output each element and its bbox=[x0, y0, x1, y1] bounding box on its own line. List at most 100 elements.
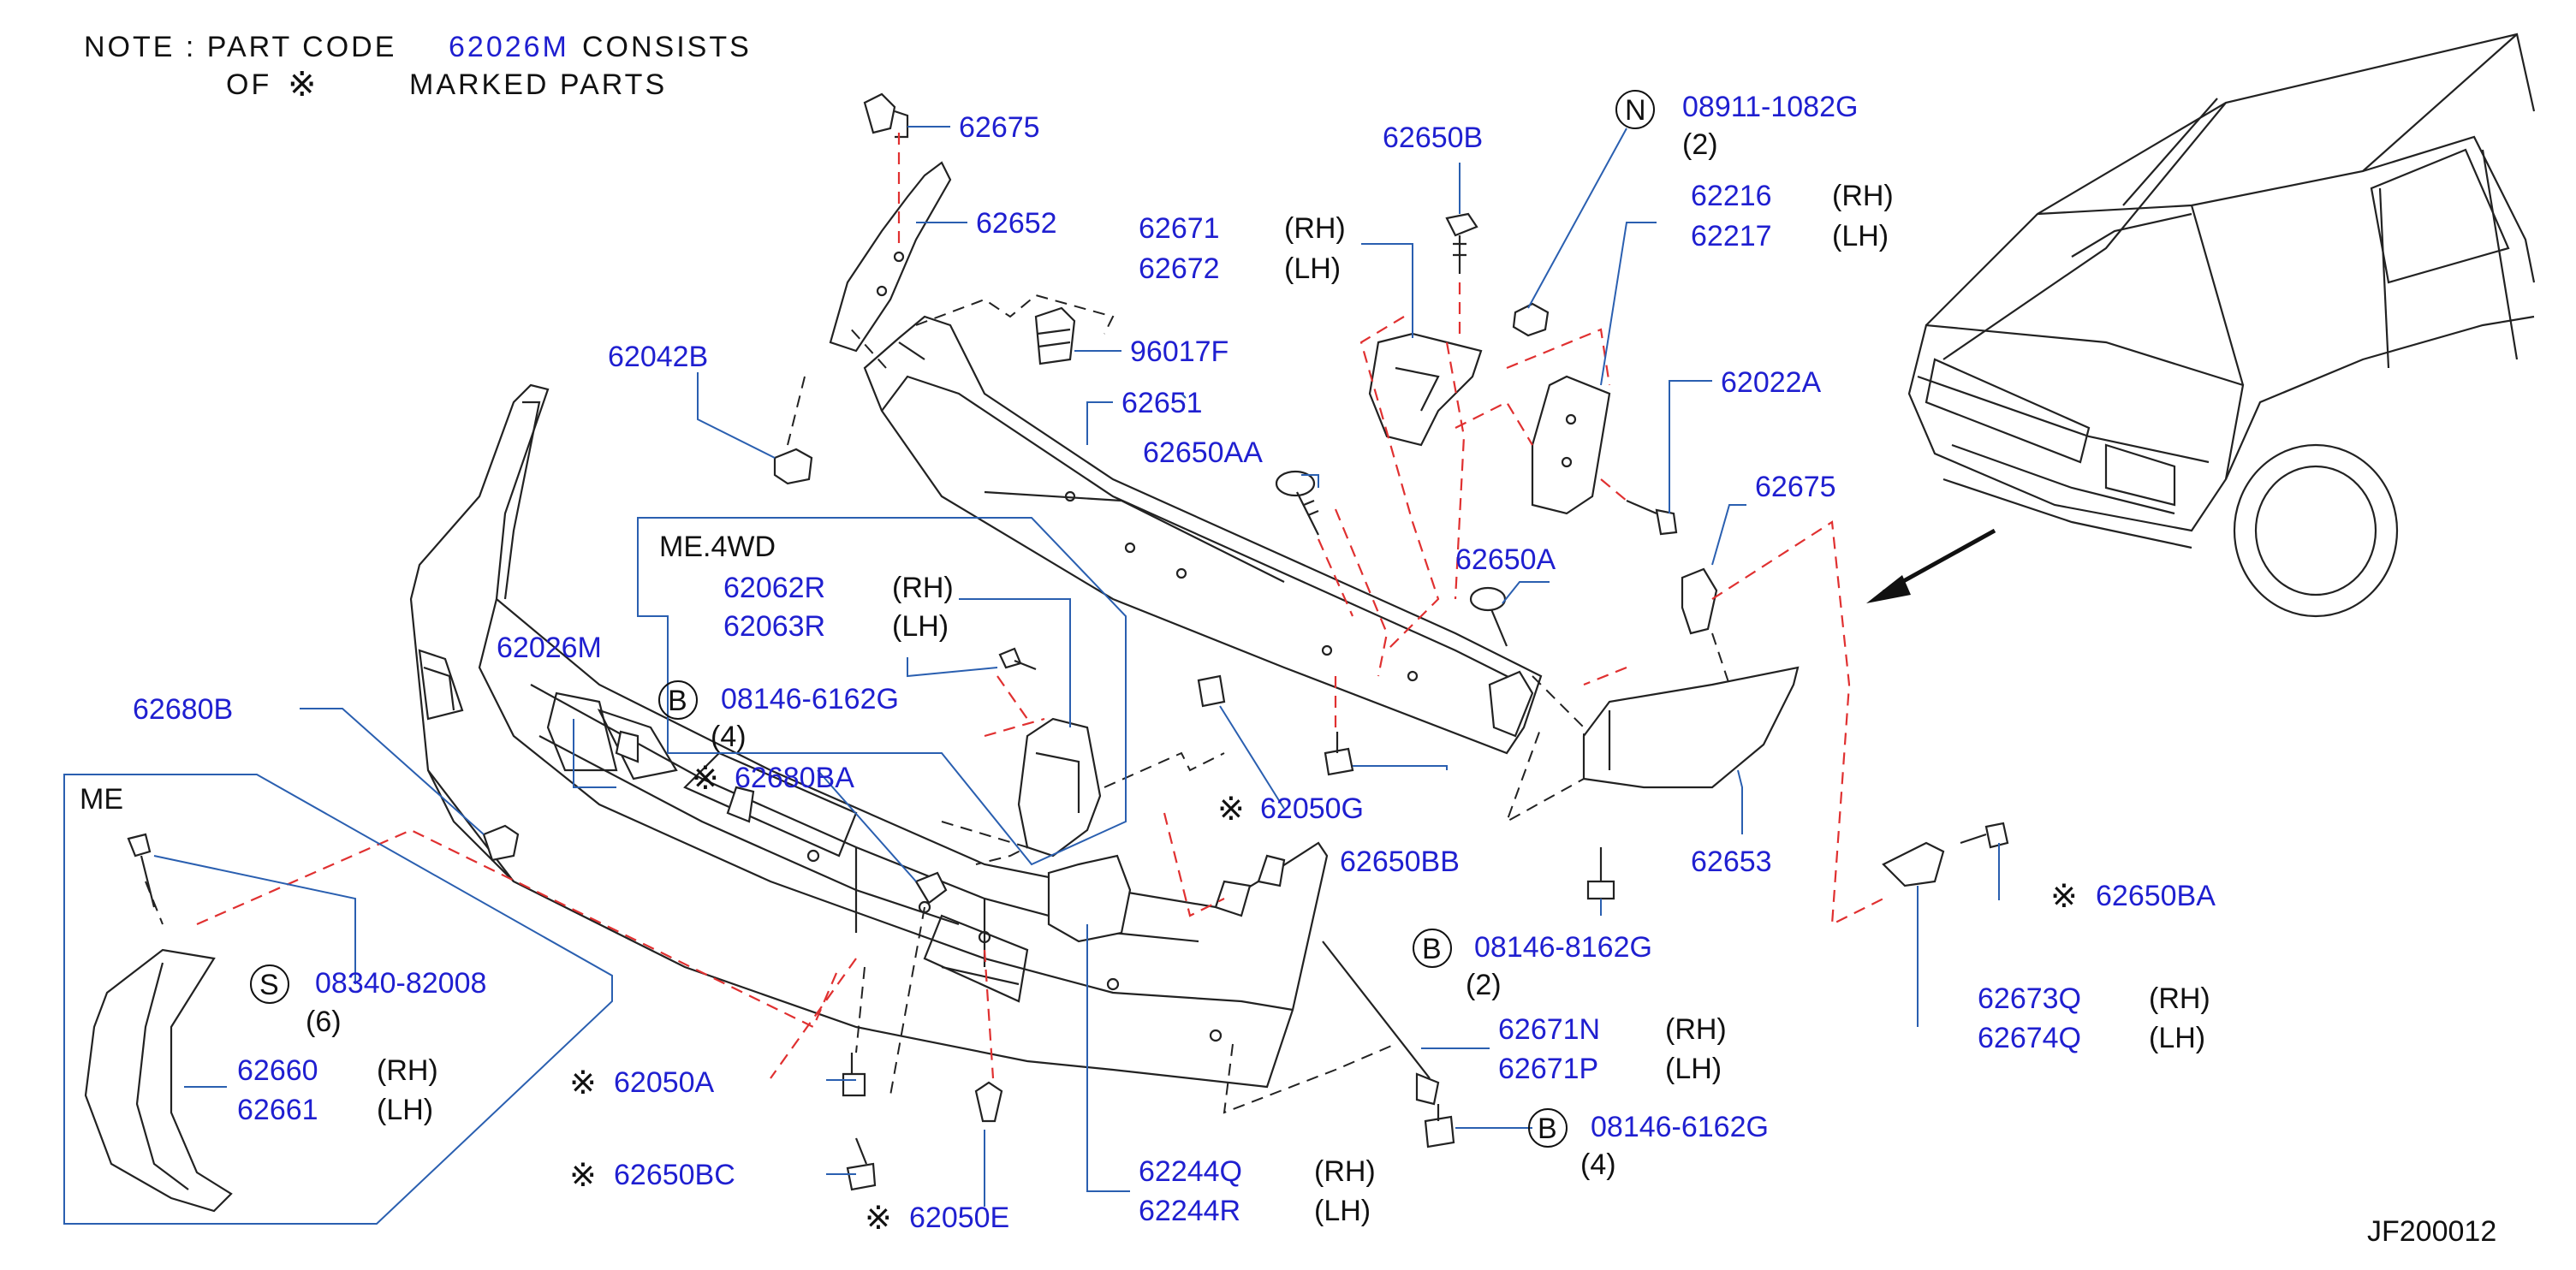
bolt-62650b-drawing bbox=[1445, 212, 1478, 274]
marker-62650bc-icon: ※ bbox=[569, 1158, 597, 1194]
label-62042b: 62042B bbox=[608, 341, 708, 373]
label-62063r: 62063R bbox=[723, 610, 825, 643]
label-08146-8162g-qty: (2) bbox=[1466, 969, 1502, 1001]
circle-n-icon bbox=[1615, 90, 1655, 129]
label-62672-side: (LH) bbox=[1284, 252, 1341, 285]
label-62672: 62672 bbox=[1139, 252, 1220, 285]
label-62217-side: (LH) bbox=[1832, 220, 1889, 252]
label-62022a: 62022A bbox=[1721, 366, 1822, 399]
box-me-title: ME bbox=[80, 783, 123, 816]
label-08146-bottom-qty: (4) bbox=[1580, 1148, 1616, 1181]
label-62674q-side: (LH) bbox=[2149, 1022, 2205, 1054]
note-line2-suffix: MARKED PARTS bbox=[409, 68, 667, 101]
note-line1-prefix: NOTE : PART CODE bbox=[84, 31, 396, 63]
marker-62650ba-icon: ※ bbox=[2050, 879, 2078, 915]
screw-62650aa-drawing bbox=[1275, 470, 1319, 536]
bracket-62216-drawing bbox=[1531, 375, 1611, 515]
bolt-62650bb-drawing bbox=[1324, 732, 1354, 776]
circle-s-letter: S bbox=[259, 969, 279, 1001]
label-08146-8162g: 08146-8162G bbox=[1474, 931, 1652, 964]
label-62671-side: (RH) bbox=[1284, 212, 1346, 245]
figure-id: JF200012 bbox=[2367, 1215, 2496, 1248]
clip-62050g-drawing bbox=[1197, 674, 1226, 708]
label-62661: 62661 bbox=[237, 1094, 318, 1126]
label-62244q: 62244Q bbox=[1139, 1155, 1242, 1188]
circle-b-letter-3: B bbox=[1538, 1113, 1557, 1145]
bracket-62244-drawing bbox=[1047, 854, 1132, 943]
bolt-62022a-drawing bbox=[1626, 499, 1678, 536]
bolt-08146-box-drawing bbox=[998, 647, 1037, 671]
box-me4wd-frame bbox=[637, 517, 1127, 866]
circle-n-letter: N bbox=[1625, 94, 1646, 127]
bolt-08146-8162g-drawing bbox=[1586, 847, 1615, 900]
label-96017f-drawing bbox=[1034, 306, 1076, 365]
label-62675-top: 62675 bbox=[959, 111, 1040, 144]
marker-62680ba-icon: ※ bbox=[692, 761, 719, 797]
label-08340-qty: (6) bbox=[306, 1006, 342, 1038]
circle-b-letter-2: B bbox=[1422, 933, 1442, 965]
label-62063r-side: (LH) bbox=[892, 610, 949, 643]
label-62680b: 62680B bbox=[133, 693, 233, 726]
label-62660-side: (RH) bbox=[377, 1054, 438, 1087]
label-62671p: 62671P bbox=[1498, 1053, 1598, 1085]
bolt-62050a-drawing bbox=[842, 1053, 866, 1097]
label-08146-6162g-box: 08146-6162G bbox=[721, 683, 899, 715]
marker-62050e-icon: ※ bbox=[865, 1201, 892, 1237]
label-62673q-side: (RH) bbox=[2149, 982, 2210, 1015]
marker-62050g-icon: ※ bbox=[1217, 792, 1245, 828]
label-62026m: 62026M bbox=[497, 632, 602, 664]
box-me4wd-title: ME.4WD bbox=[659, 531, 776, 563]
bracket-62673q-drawing bbox=[1882, 841, 1945, 887]
label-62653: 62653 bbox=[1691, 846, 1772, 878]
label-62650bb: 62650BB bbox=[1340, 846, 1460, 878]
label-62650ba: 62650BA bbox=[2096, 880, 2216, 912]
circle-s-icon bbox=[250, 964, 289, 1004]
bracket-62652-drawing bbox=[829, 161, 952, 353]
label-62650bc: 62650BC bbox=[614, 1159, 735, 1191]
circle-b-icon-2 bbox=[1413, 929, 1452, 968]
label-62650a: 62650A bbox=[1455, 543, 1556, 576]
clip-62050e-drawing bbox=[974, 1081, 1003, 1123]
label-62671n-side: (RH) bbox=[1665, 1013, 1727, 1046]
label-62671p-side: (LH) bbox=[1665, 1053, 1722, 1085]
label-08340-82008: 08340-82008 bbox=[315, 967, 486, 1000]
bracket-62671-drawing bbox=[1368, 332, 1483, 447]
label-62652: 62652 bbox=[976, 207, 1057, 240]
label-62217: 62217 bbox=[1691, 220, 1772, 252]
label-62661-side: (LH) bbox=[377, 1094, 433, 1126]
label-62660: 62660 bbox=[237, 1054, 318, 1087]
label-62651: 62651 bbox=[1121, 387, 1203, 419]
clip-62680b-drawing bbox=[482, 824, 520, 862]
corner-62653-drawing bbox=[1582, 666, 1800, 789]
label-62244r-side: (LH) bbox=[1314, 1195, 1371, 1227]
screw-62650a-drawing bbox=[1469, 586, 1508, 647]
label-08146-box-qty: (4) bbox=[711, 721, 747, 753]
clip-62675-right-drawing bbox=[1681, 567, 1718, 635]
label-62680ba: 62680BA bbox=[735, 762, 854, 794]
bumper-fascia-drawing bbox=[409, 383, 1329, 1089]
nut-08911-drawing bbox=[1512, 302, 1550, 337]
bracket-62062r-drawing bbox=[1017, 717, 1102, 858]
label-62244r: 62244R bbox=[1139, 1195, 1240, 1227]
label-62050e: 62050E bbox=[909, 1202, 1009, 1234]
label-62671n: 62671N bbox=[1498, 1013, 1600, 1046]
label-62062r: 62062R bbox=[723, 572, 825, 604]
box-me-frame bbox=[63, 774, 613, 1225]
label-62675-right: 62675 bbox=[1755, 471, 1836, 503]
vehicle-illustration bbox=[1907, 33, 2536, 618]
label-08911-1082g: 08911-1082G bbox=[1682, 91, 1858, 123]
label-62244q-side: (RH) bbox=[1314, 1155, 1376, 1188]
rod-62671n-drawing bbox=[1322, 941, 1440, 1106]
label-08146-6162g-bottom: 08146-6162G bbox=[1591, 1111, 1769, 1143]
mud-flap-drawing bbox=[84, 833, 233, 1213]
circle-b-letter-1: B bbox=[668, 685, 687, 717]
marker-62050a-icon: ※ bbox=[569, 1065, 597, 1101]
label-96017f: 96017F bbox=[1130, 335, 1229, 368]
label-62673q: 62673Q bbox=[1978, 982, 2081, 1015]
circle-b-icon-3 bbox=[1528, 1108, 1568, 1148]
reinforcement-beam-drawing bbox=[863, 315, 1543, 755]
clip-62675-top-drawing bbox=[863, 92, 909, 139]
note-marker-icon: ※ bbox=[288, 66, 319, 104]
